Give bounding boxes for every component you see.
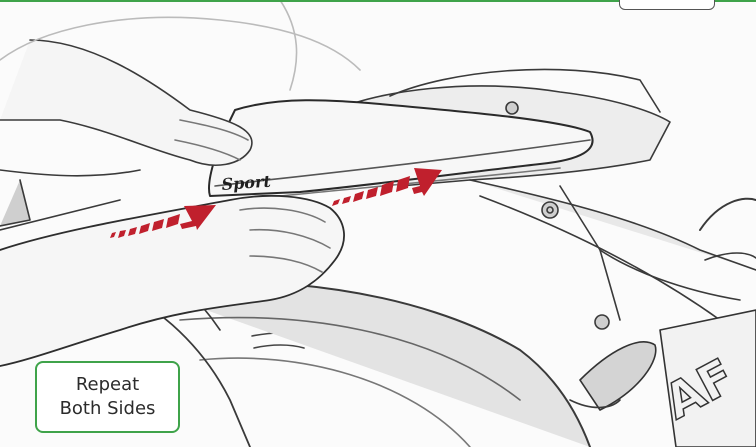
slide-direction-arrows <box>110 168 442 238</box>
seat-cowl-panel <box>208 99 594 197</box>
sport-decal: Sport <box>221 172 272 194</box>
right-hand <box>0 194 345 367</box>
arrow-right <box>332 168 442 206</box>
license-plate <box>659 309 756 447</box>
arrow-left <box>110 205 216 238</box>
corner-tab <box>619 0 715 10</box>
callout-line-2: Both Sides <box>59 398 156 419</box>
left-hand <box>0 39 253 166</box>
turn-signal <box>579 341 657 411</box>
top-frame-border <box>0 0 756 2</box>
repeat-both-sides-callout: Repeat Both Sides <box>35 361 180 433</box>
callout-line-1: Repeat <box>75 374 140 395</box>
